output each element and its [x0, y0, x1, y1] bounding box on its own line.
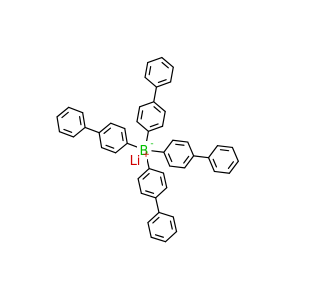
terminal-phenyl-ring-bond	[72, 126, 86, 138]
inner-phenylene-ring-bond	[147, 125, 164, 132]
terminal-phenyl-ring-double-bond	[161, 61, 169, 69]
inner-phenylene-ring-bond	[98, 132, 103, 149]
inner-phenylene-ring-bond	[137, 167, 150, 180]
inner-phenylene-ring-bond	[172, 139, 189, 143]
terminal-phenyl-ring-bond	[228, 160, 239, 174]
terminal-phenyl-ring-bond	[144, 61, 149, 78]
terminal-phenyl-ring-bond	[164, 230, 178, 243]
terminal-phenyl-ring-bond	[216, 145, 234, 149]
inner-phenylene-ring-double-bond	[149, 123, 159, 128]
terminal-phenyl-ring-bond	[147, 222, 152, 238]
terminal-phenyl-ring-double-bond	[148, 65, 152, 76]
inner-phenylene-ring-double-bond	[105, 144, 115, 149]
terminal-phenyl-ring-double-bond	[157, 79, 167, 84]
boron-charge: -	[150, 139, 153, 149]
biaryl-bond	[153, 86, 158, 103]
inner-phenylene-ring-double-bond	[153, 106, 161, 113]
terminal-phenyl-ring-double-bond	[61, 111, 69, 119]
inner-phenylene-ring-bond	[162, 172, 168, 189]
inner-phenylene-ring-double-bond	[183, 155, 190, 164]
inner-phenylene-ring-bond	[100, 146, 117, 154]
inner-phenylene-ring-double-bond	[140, 110, 144, 120]
biaryl-bond	[193, 155, 210, 159]
inner-phenylene-ring-bond	[136, 106, 141, 123]
terminal-phenyl-ring-double-bond	[152, 216, 160, 224]
inner-phenylene-ring-bond	[148, 167, 165, 174]
terminal-phenyl-ring-bond	[144, 76, 158, 88]
terminal-phenyl-ring-bond	[150, 236, 167, 243]
inner-phenylene-ring-bond	[155, 187, 168, 199]
lithium-ion-label: Li	[130, 154, 141, 169]
terminal-phenyl-ring-bond	[155, 81, 172, 88]
inner-phenylene-ring-bond	[161, 110, 166, 127]
inner-phenylene-ring-double-bond	[103, 127, 112, 134]
terminal-phenyl-ring-bond	[56, 116, 61, 133]
inner-phenylene-ring-bond	[163, 139, 174, 153]
inner-phenylene-ring-bond	[163, 151, 171, 167]
terminal-phenyl-ring-bond	[169, 66, 174, 83]
terminal-phenyl-ring-bond	[58, 131, 75, 138]
biaryl-bond	[84, 126, 100, 134]
terminal-phenyl-ring-bond	[207, 145, 219, 159]
bond-layer	[56, 56, 239, 243]
boron-atom-label: B	[140, 144, 149, 159]
terminal-phenyl-ring-bond	[213, 170, 230, 174]
terminal-phenyl-ring-bond	[82, 112, 86, 129]
terminal-phenyl-ring-bond	[68, 106, 84, 114]
inner-phenylene-ring-bond	[98, 122, 112, 134]
terminal-phenyl-ring-bond	[147, 56, 163, 64]
terminal-phenyl-ring-bond	[56, 106, 70, 118]
inner-phenylene-ring-bond	[110, 122, 126, 130]
terminal-phenyl-ring-bond	[207, 157, 216, 173]
inner-phenylene-ring-bond	[169, 165, 186, 169]
inner-phenylene-ring-bond	[184, 155, 195, 169]
structure-canvas: B - Li +	[56, 56, 239, 243]
terminal-phenyl-ring-double-bond	[219, 149, 230, 152]
terminal-phenyl-ring-double-bond	[212, 158, 218, 168]
inner-phenylene-ring-double-bond	[145, 190, 155, 194]
inner-phenylene-ring-bond	[187, 141, 195, 157]
biaryl-bond	[155, 197, 160, 214]
terminal-phenyl-ring-bond	[172, 216, 178, 233]
boron-aryl-bond	[151, 150, 165, 153]
inner-phenylene-ring-double-bond	[175, 143, 185, 146]
inner-phenylene-ring-bond	[139, 101, 155, 108]
boron-aryl-bond	[126, 142, 140, 149]
inner-phenylene-ring-double-bond	[167, 153, 173, 163]
terminal-phenyl-ring-double-bond	[154, 234, 164, 238]
inner-phenylene-ring-bond	[115, 142, 128, 154]
terminal-phenyl-ring-bond	[147, 211, 160, 224]
terminal-phenyl-ring-double-bond	[63, 128, 73, 133]
terminal-phenyl-ring-bond	[161, 56, 174, 68]
inner-phenylene-ring-bond	[136, 120, 149, 132]
inner-phenylene-ring-double-bond	[121, 131, 124, 142]
molecule-diagram: B - Li +	[56, 56, 239, 243]
terminal-phenyl-ring-double-bond	[227, 161, 234, 169]
terminal-phenyl-ring-bond	[231, 146, 239, 162]
lithium-label-bg	[125, 151, 147, 169]
terminal-phenyl-ring-double-bond	[169, 220, 173, 230]
inner-phenylene-ring-bond	[153, 101, 166, 113]
lithium-charge: +	[142, 150, 150, 160]
inner-phenylene-ring-bond	[124, 127, 128, 144]
inner-phenylene-ring-bond	[137, 178, 142, 194]
inner-phenylene-ring-double-bond	[142, 172, 150, 180]
inner-phenylene-ring-bond	[140, 192, 157, 199]
terminal-phenyl-ring-double-bond	[79, 115, 82, 126]
inner-phenylene-ring-double-bond	[160, 176, 164, 186]
terminal-phenyl-ring-bond	[158, 211, 174, 218]
